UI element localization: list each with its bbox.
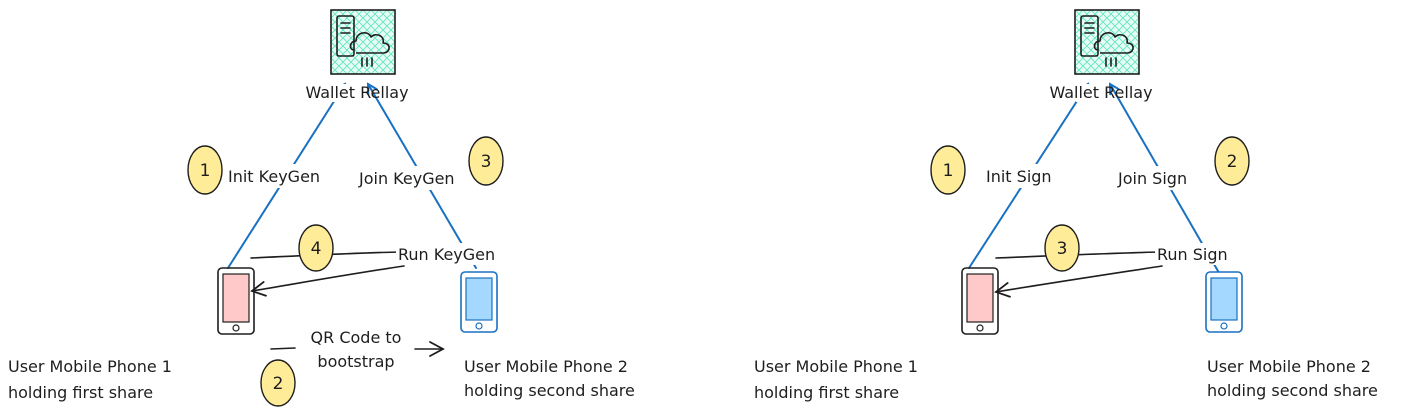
run-sign-label: Run Sign — [1157, 245, 1228, 264]
svg-text:3: 3 — [481, 152, 492, 172]
run-sign-line — [995, 251, 1161, 259]
mobile-phone-icon — [961, 267, 999, 335]
svg-text:1: 1 — [943, 161, 954, 181]
step-badge-join: 2 — [1214, 136, 1250, 186]
step-badge-run: 4 — [298, 224, 334, 272]
relay-label: Wallet Rellay — [1049, 83, 1152, 102]
phone1-label-line1: User Mobile Phone 1 — [754, 357, 918, 376]
step-badge-qr: 2 — [260, 359, 296, 407]
step-badge-init: 1 — [187, 145, 223, 195]
join-keygen-label: Join KeyGen — [358, 169, 455, 188]
init-keygen-label: Init KeyGen — [228, 167, 320, 186]
phone2-label-line1: User Mobile Phone 2 — [1207, 357, 1371, 376]
phone1-label-line2: holding first share — [8, 383, 153, 402]
phone2-label-line2: holding second share — [1207, 381, 1378, 400]
relay-server-cloud-icon — [1074, 9, 1140, 75]
keygen-diagram: Wallet Rellay Init KeyGen Join KeyGen Ru… — [8, 9, 635, 407]
relay-label: Wallet Rellay — [305, 83, 408, 102]
qr-bootstrap-line — [270, 347, 296, 350]
qr-label-line1: QR Code to — [311, 328, 402, 347]
phone1-label-line2: holding first share — [754, 383, 899, 402]
join-sign-label: Join Sign — [1117, 169, 1187, 188]
phone2-label-line2: holding second share — [464, 381, 635, 400]
qr-label-line2: bootstrap — [317, 352, 394, 371]
mobile-phone-icon — [217, 267, 255, 335]
run-sign-arrow — [994, 265, 1163, 298]
svg-text:1: 1 — [200, 161, 211, 181]
mobile-phone-icon — [460, 271, 498, 333]
sign-diagram: Wallet Rellay Init Sign Join Sign Run Si… — [754, 9, 1378, 402]
relay-server-cloud-icon — [330, 9, 396, 75]
mobile-phone-icon — [1205, 271, 1243, 333]
phone1-label-line1: User Mobile Phone 1 — [8, 357, 172, 376]
step-badge-run: 3 — [1044, 224, 1080, 272]
run-keygen-label: Run KeyGen — [398, 245, 495, 264]
init-sign-label: Init Sign — [986, 167, 1052, 186]
svg-text:4: 4 — [311, 239, 322, 259]
svg-text:3: 3 — [1057, 239, 1068, 259]
run-keygen-arrow — [250, 265, 405, 297]
step-badge-join: 3 — [468, 136, 504, 186]
svg-text:2: 2 — [273, 374, 284, 394]
step-badge-init: 1 — [930, 145, 966, 195]
svg-text:2: 2 — [1227, 152, 1238, 172]
phone2-label-line1: User Mobile Phone 2 — [464, 357, 628, 376]
